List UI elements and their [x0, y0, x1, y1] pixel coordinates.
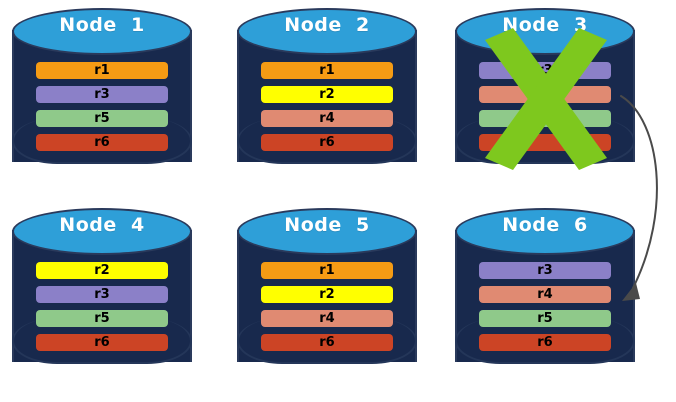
node-card-4[interactable]: Node 4 r2 r3 r5 r6: [12, 208, 192, 384]
replica-bar[interactable]: r5: [479, 310, 611, 327]
cylinder-top-2: [237, 8, 417, 55]
replica-bar[interactable]: r1: [36, 62, 168, 79]
replica-bar[interactable]: r2: [261, 286, 393, 303]
replica-bar[interactable]: r3: [36, 286, 168, 303]
node-card-6[interactable]: Node 6 r3 r4 r5 r6: [455, 208, 635, 384]
replica-bar[interactable]: [479, 110, 611, 127]
cylinder-top-6: [455, 208, 635, 255]
replica-bar[interactable]: r5: [36, 310, 168, 327]
replica-bar[interactable]: r6: [261, 134, 393, 151]
replica-bar[interactable]: [479, 134, 611, 151]
replica-list-4: r2 r3 r5 r6: [12, 262, 192, 351]
node-label-1: Node 1: [59, 14, 145, 36]
node-label-2: Node 2: [284, 14, 370, 36]
cylinder-top-1: [12, 8, 192, 55]
replica-bar[interactable]: r6: [36, 334, 168, 351]
replica-bar[interactable]: r3: [479, 262, 611, 279]
replica-bar[interactable]: r4: [479, 286, 611, 303]
replica-bar[interactable]: r4: [261, 310, 393, 327]
replica-bar[interactable]: r2: [36, 262, 168, 279]
replica-bar[interactable]: r4: [261, 110, 393, 127]
replica-bar[interactable]: r3: [36, 86, 168, 103]
replica-bar[interactable]: r2: [261, 86, 393, 103]
node-card-5[interactable]: Node 5 r1 r2 r4 r6: [237, 208, 417, 384]
node-label-3: Node 3: [502, 14, 588, 36]
replica-bar[interactable]: r6: [479, 334, 611, 351]
node-label-5: Node 5: [284, 214, 370, 236]
replica-list-6: r3 r4 r5 r6: [455, 262, 635, 351]
replica-bar[interactable]: r6: [261, 334, 393, 351]
node-card-2[interactable]: Node 2 r1 r2 r4 r6: [237, 8, 417, 184]
cylinder-top-5: [237, 208, 417, 255]
replica-bar[interactable]: r1: [261, 262, 393, 279]
node-label-6: Node 6: [502, 214, 588, 236]
cylinder-top-4: [12, 208, 192, 255]
replica-list-1: r1 r3 r5 r6: [12, 62, 192, 151]
replica-bar[interactable]: r1: [261, 62, 393, 79]
replica-list-5: r1 r2 r4 r6: [237, 262, 417, 351]
replica-list-3: r3: [455, 62, 635, 151]
node-card-3[interactable]: Node 3 r3: [455, 8, 635, 184]
node-label-4: Node 4: [59, 214, 145, 236]
replica-bar[interactable]: r6: [36, 134, 168, 151]
replica-bar[interactable]: r3: [479, 62, 611, 79]
replica-bar[interactable]: [479, 86, 611, 103]
replica-list-2: r1 r2 r4 r6: [237, 62, 417, 151]
replica-bar[interactable]: r5: [36, 110, 168, 127]
node-card-1[interactable]: Node 1 r1 r3 r5 r6: [12, 8, 192, 184]
